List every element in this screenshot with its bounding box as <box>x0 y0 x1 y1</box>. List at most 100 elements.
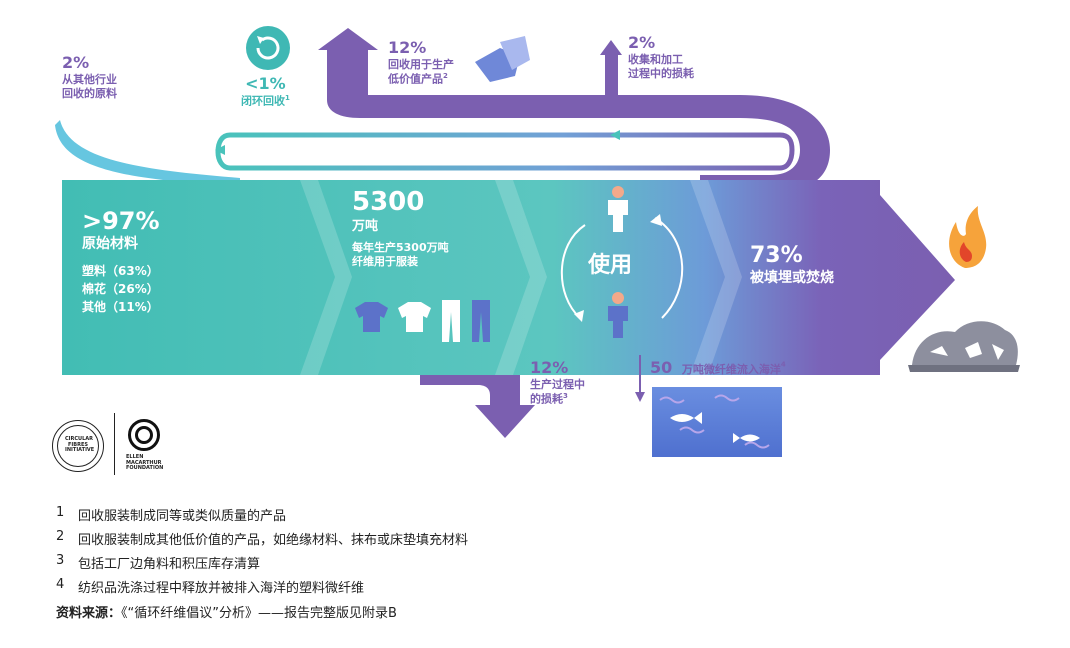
recycle-icon-arrow <box>256 36 280 60</box>
production-loss-pct: 12% <box>530 358 569 377</box>
virgin-material-block: >97% 原始材料 塑料（63%） 棉花（26%） 其他（11%） <box>82 206 160 316</box>
landfill-block: 73% 被填埋或焚烧 <box>750 242 834 287</box>
fire-icon-core <box>959 242 972 262</box>
source-label: 资料来源： <box>56 606 122 621</box>
cfi-logo-line1: CIRCULAR <box>65 436 94 442</box>
production-loss-sup: 3 <box>563 391 568 400</box>
trousers-icon-blue <box>472 300 490 342</box>
ocean-panel <box>652 387 782 457</box>
source-line: 资料来源：《“循环纤维倡议”分析》——报告完整版见附录B <box>56 602 397 621</box>
ocean-sup: 4 <box>780 360 786 369</box>
chevron-2 <box>495 180 547 375</box>
cfi-logo: CIRCULAR FIBRES INITIATIVE <box>52 420 104 472</box>
footnotes: 1 回收服装制成同等或类似质量的产品 2 回收服装制成其他低价值的产品，如绝缘材料、… <box>56 505 468 601</box>
person-icon-bottom <box>608 306 628 338</box>
recycle-arch <box>318 28 830 192</box>
other-industry-pct: 2% <box>62 53 90 72</box>
person-icon-top-head <box>612 186 624 198</box>
virgin-label: 原始材料 <box>82 236 138 252</box>
ocean-amount: 50 <box>650 358 673 377</box>
footnote-row: 1 回收服装制成同等或类似质量的产品 <box>56 505 468 529</box>
person-icon-bottom-head <box>612 292 624 304</box>
ocean-wave-1 <box>659 396 685 404</box>
chevron-3 <box>690 180 742 375</box>
low-value-sup: 2 <box>443 71 448 80</box>
footnote-row: 2 回收服装制成其他低价值的产品，如绝缘材料、抹布或床垫填充材料 <box>56 529 468 553</box>
emf-logo: ELLEN MACARTHUR FOUNDATION <box>126 417 166 477</box>
use-cycle-arrow-down <box>574 310 584 322</box>
recycle-icon-head <box>257 36 264 44</box>
closed-loop-pct: <1% <box>245 74 286 93</box>
use-cycle-right-arc <box>654 217 684 319</box>
landfill-icon-items <box>930 342 1004 360</box>
closed-loop-arrow-1 <box>610 130 620 140</box>
fabric-icon-2 <box>500 36 530 70</box>
trousers-icon-white <box>442 300 460 342</box>
use-cycle-arrow-up <box>650 214 662 226</box>
ocean-label: 万吨微纤维流入海洋 <box>681 363 781 376</box>
production-loss-line2: 的损耗 <box>530 392 563 406</box>
other-industry-line1: 从其他行业 <box>62 73 117 86</box>
collection-loss-line2: 过程中的损耗 <box>628 66 694 80</box>
collection-loss-line1: 收集和加工 <box>628 53 683 66</box>
cfi-logo-line3: INITIATIVE <box>65 447 95 453</box>
main-flow-band <box>62 180 955 375</box>
collection-loss-flow: 2% 收集和加工 过程中的损耗 <box>628 33 694 81</box>
production-line2: 纤维用于服装 <box>352 254 418 268</box>
footnote-num: 3 <box>56 553 65 568</box>
closed-loop-flow: <1% 闭环回收1 <box>241 74 290 108</box>
ocean-flow-arrowhead <box>635 392 645 402</box>
tshirt-icon-blue <box>355 302 388 332</box>
closed-loop-sup: 1 <box>285 94 290 102</box>
landfill-icon <box>912 321 1018 365</box>
collection-loss-stub <box>600 40 622 95</box>
production-loss-arrow <box>420 375 535 438</box>
ocean-wave-3 <box>679 426 705 434</box>
person-icon-top <box>608 200 628 232</box>
emf-logo-line2: MACARTHUR <box>126 459 162 466</box>
chevron-1 <box>300 180 352 375</box>
other-industry-line2: 回收的原料 <box>62 86 117 100</box>
ocean-wave-4 <box>744 441 770 449</box>
virgin-item-plastic: 塑料（63%） <box>82 263 159 278</box>
recycle-icon <box>246 26 290 70</box>
production-loss-line1: 生产过程中 <box>530 378 585 391</box>
other-industry-flow: 2% 从其他行业 回收的原料 <box>62 53 117 101</box>
fire-icon <box>949 206 987 268</box>
low-value-line1: 回收用于生产 <box>388 58 454 71</box>
virgin-item-other: 其他（11%） <box>82 299 159 314</box>
footnote-text: 回收服装制成同等或类似质量的产品 <box>78 509 287 524</box>
other-industry-inflow <box>55 120 240 186</box>
production-amount: 5300 <box>352 187 425 217</box>
fish-icon-2 <box>733 433 760 443</box>
virgin-item-cotton: 棉花（26%） <box>82 281 159 296</box>
footnote-text: 回收服装制成其他低价值的产品，如绝缘材料、抹布或床垫填充材料 <box>78 533 469 548</box>
production-loss-flow: 12% 生产过程中 的损耗3 <box>530 358 585 406</box>
landfill-icon-base <box>908 365 1020 372</box>
landfill-label: 被填埋或焚烧 <box>750 269 834 286</box>
low-value-pct: 12% <box>388 38 427 57</box>
footnote-text: 纺织品洗涤过程中释放并被排入海洋的塑料微纤维 <box>78 581 365 596</box>
closed-loop-tube <box>215 132 795 171</box>
closed-loop-label: 闭环回收 <box>241 94 285 108</box>
fish-icon <box>670 412 702 424</box>
production-line1: 每年生产5300万吨 <box>352 240 449 254</box>
collection-loss-pct: 2% <box>628 33 656 52</box>
source-text: 《“循环纤维倡议”分析》——报告完整版见附录B <box>121 606 397 621</box>
low-value-flow: 12% 回收用于生产 低价值产品2 <box>388 38 454 86</box>
use-label: 使用 <box>588 253 633 278</box>
production-unit: 万吨 <box>352 218 379 234</box>
emf-logo-line3: FOUNDATION <box>126 465 164 471</box>
flow-graphic <box>55 26 1020 457</box>
footnote-num: 2 <box>56 529 65 544</box>
closed-loop-arrow-2 <box>215 145 225 155</box>
emf-logo-line1: ELLEN <box>126 454 144 460</box>
low-value-line2: 低价值产品 <box>388 72 443 86</box>
virgin-pct: >97% <box>82 207 160 235</box>
footnote-num: 1 <box>56 505 65 520</box>
landfill-pct: 73% <box>750 243 803 268</box>
cfi-logo-line2: FIBRES <box>68 441 88 448</box>
